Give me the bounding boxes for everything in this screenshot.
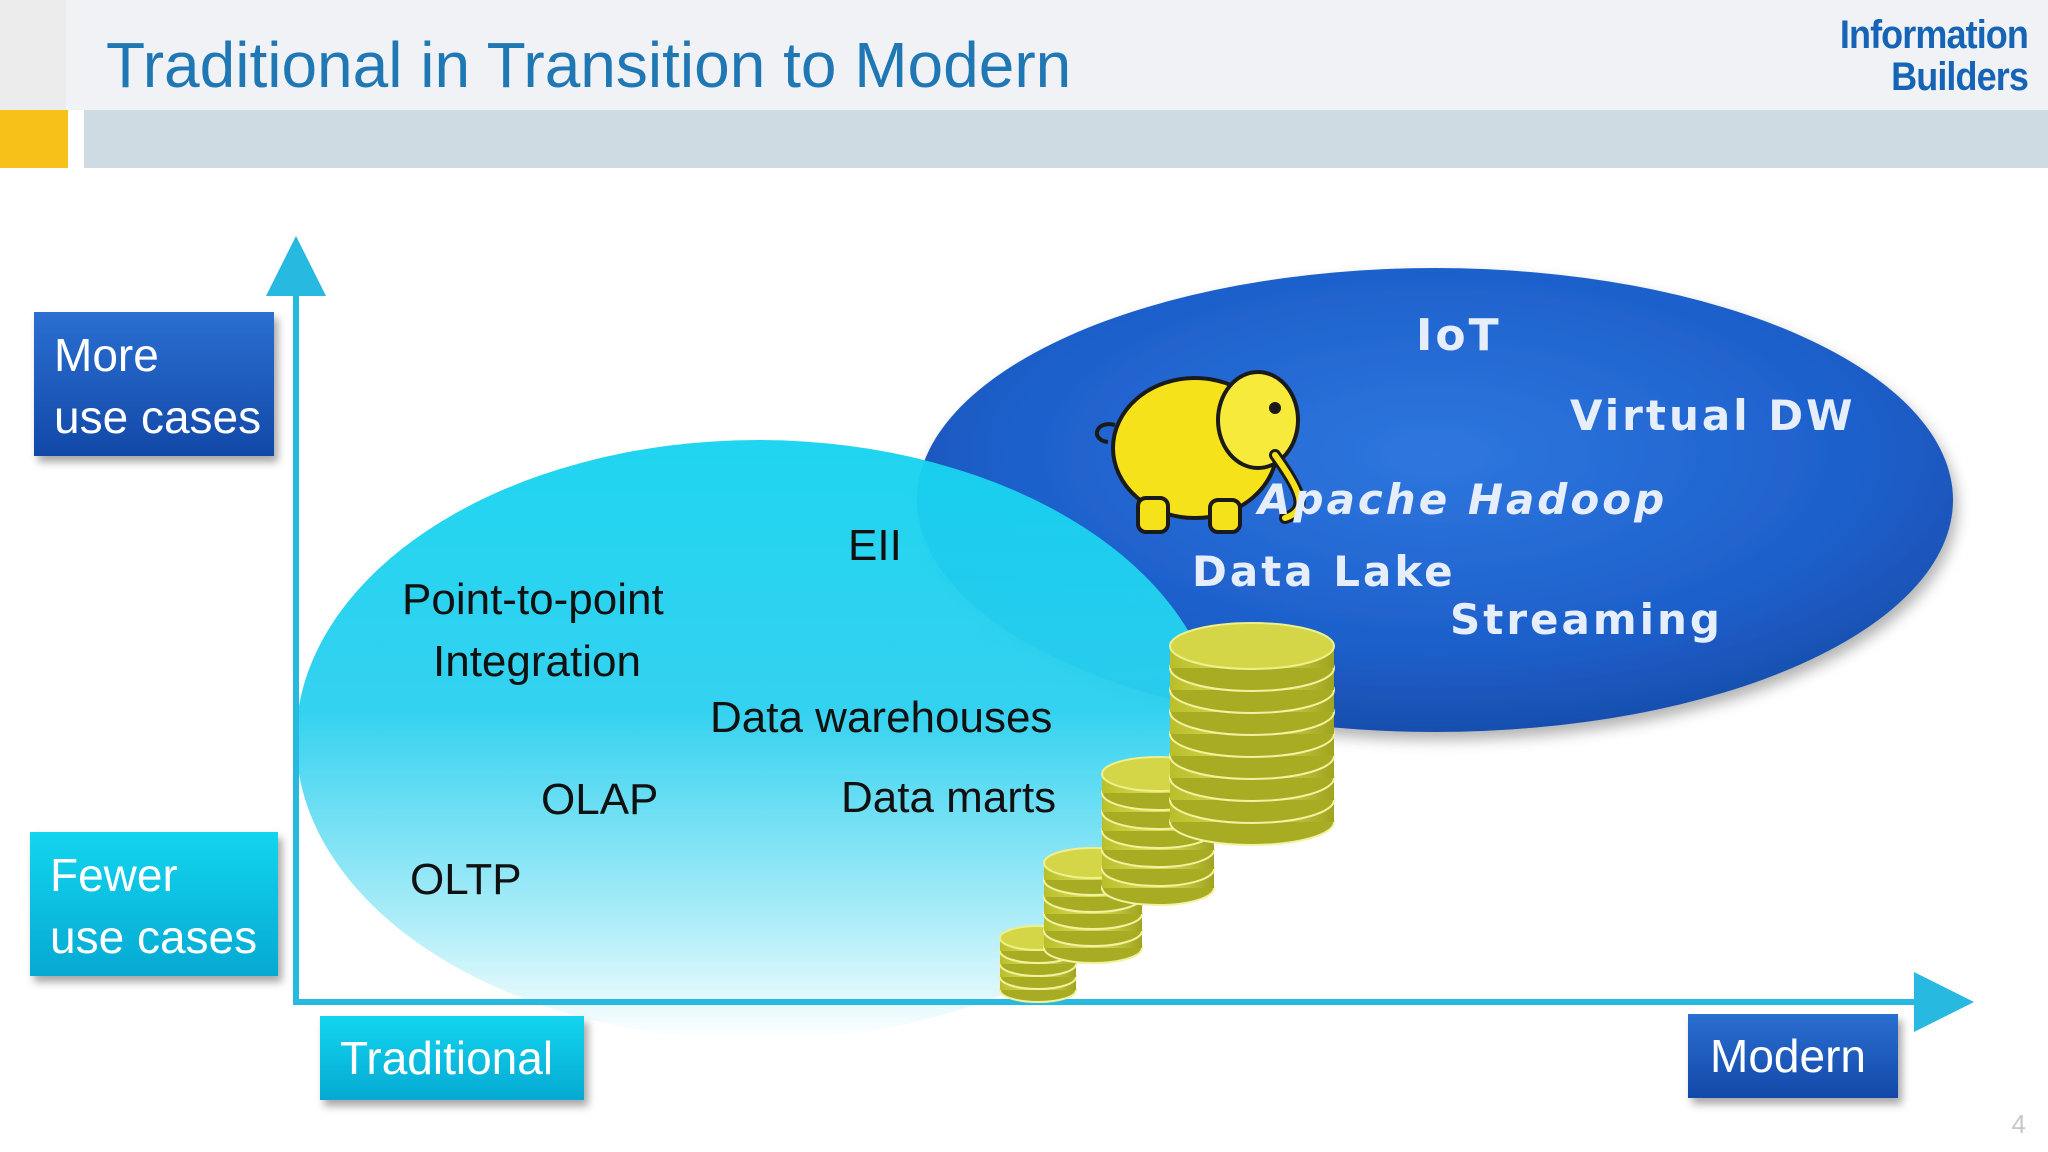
item-oltp: OLTP (410, 855, 522, 904)
modern-axis-label: Modern (1688, 1014, 1898, 1098)
item-virtual-dw: Virtual DW (1570, 391, 1855, 440)
item-streaming: Streaming (1450, 595, 1723, 644)
more-use-cases-box: More use cases (34, 312, 274, 456)
hadoop-elephant-icon (1095, 370, 1306, 534)
header-bar (0, 0, 2048, 110)
header-gray-band (84, 110, 2048, 168)
item-data-warehouses: Data warehouses (710, 693, 1052, 742)
logo-line-2: Builders (1891, 55, 2029, 99)
fewer-label-line-1: Fewer (50, 849, 178, 901)
item-apache-hadoop: Apache Hadoop (1255, 475, 1667, 524)
page-number: 4 (2011, 1109, 2026, 1139)
item-point-to-point: Point-to-point (402, 575, 664, 624)
item-olap: OLAP (541, 775, 658, 824)
traditional-axis-label: Traditional (320, 1016, 584, 1100)
item-iot: IoT (1416, 310, 1502, 361)
coin-stack-icon (999, 622, 1335, 1003)
item-eii: EII (848, 521, 902, 570)
item-data-marts: Data marts (841, 773, 1056, 822)
more-label-line-2: use cases (54, 391, 262, 443)
traditional-ellipse (296, 440, 1220, 1040)
slide-title: Traditional in Transition to Modern (106, 29, 1072, 101)
item-integration: Integration (433, 637, 641, 686)
yellow-accent-block (0, 110, 68, 168)
fewer-label-line-2: use cases (50, 911, 258, 963)
more-label-line-1: More (54, 329, 159, 381)
logo-line-1: Information (1839, 13, 2029, 57)
fewer-use-cases-box: Fewer use cases (30, 832, 278, 976)
item-data-lake: Data Lake (1192, 547, 1456, 596)
company-logo: Information Builders (1839, 13, 2029, 99)
